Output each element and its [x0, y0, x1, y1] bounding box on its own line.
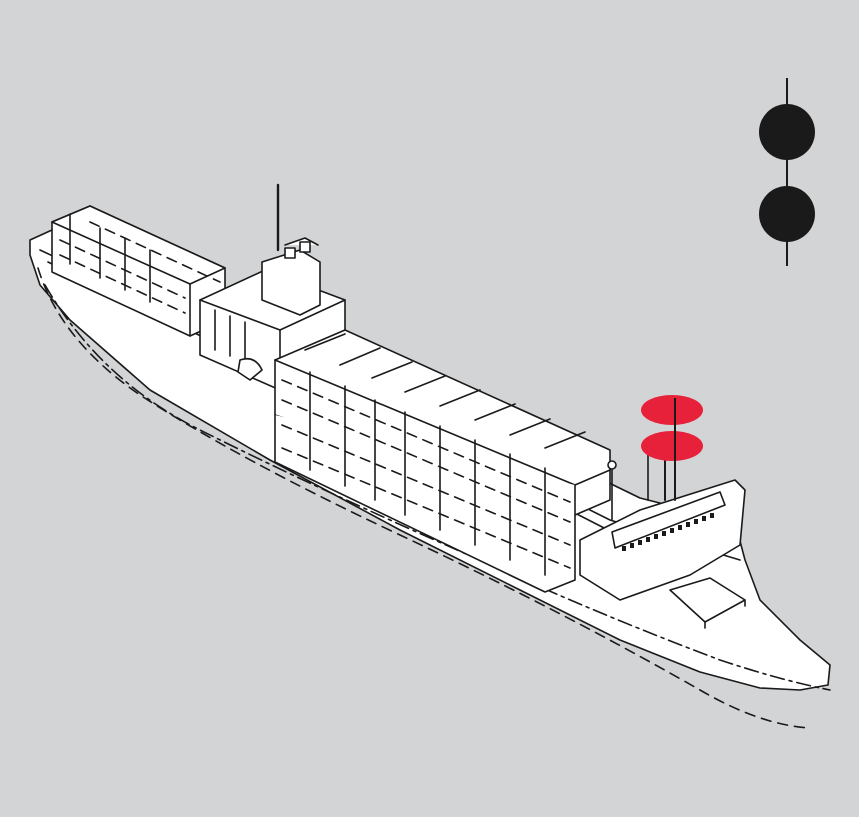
porthole — [654, 534, 658, 539]
porthole — [630, 543, 634, 548]
porthole — [662, 531, 666, 536]
porthole — [694, 519, 698, 524]
porthole — [646, 537, 650, 542]
lower-red-light — [641, 431, 703, 461]
porthole — [670, 528, 674, 533]
porthole — [678, 525, 682, 530]
upper-red-light — [641, 395, 703, 425]
porthole — [638, 540, 642, 545]
porthole — [622, 546, 626, 551]
porthole — [686, 522, 690, 527]
lower-black-ball — [759, 186, 815, 242]
porthole — [702, 516, 706, 521]
upper-black-ball — [759, 104, 815, 160]
porthole — [710, 513, 714, 518]
